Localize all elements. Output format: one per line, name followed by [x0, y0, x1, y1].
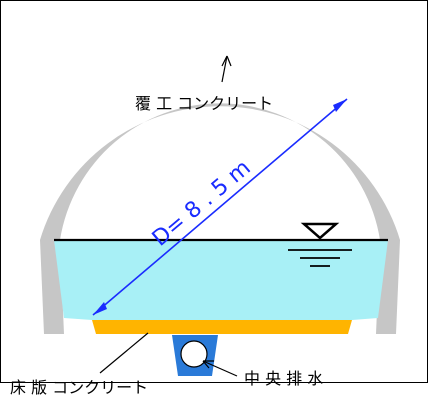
water-area — [54, 240, 388, 320]
water-level-triangle-icon — [300, 222, 340, 240]
lining-callout: 覆 工 コンクリート — [135, 55, 273, 113]
water-level-symbol — [288, 222, 352, 267]
floor-slab-callout: 床 版 コンクリート — [10, 332, 149, 397]
drainage-leader — [202, 360, 238, 377]
lining-leader — [221, 55, 228, 83]
drain-pipe — [180, 340, 208, 368]
diameter-line — [92, 98, 348, 316]
drainage-label: 中 央 排 水 — [244, 369, 323, 388]
diameter-label: D= 8 . 5 m — [148, 155, 256, 251]
floor-slab-label: 床 版 コンクリート — [10, 378, 148, 397]
floor-slab — [92, 320, 352, 334]
lining-label: 覆 工 コンクリート — [135, 94, 273, 113]
floor-slab-leader — [99, 332, 149, 374]
central-drain — [172, 335, 218, 376]
drainage-callout: 中 央 排 水 — [202, 360, 323, 388]
